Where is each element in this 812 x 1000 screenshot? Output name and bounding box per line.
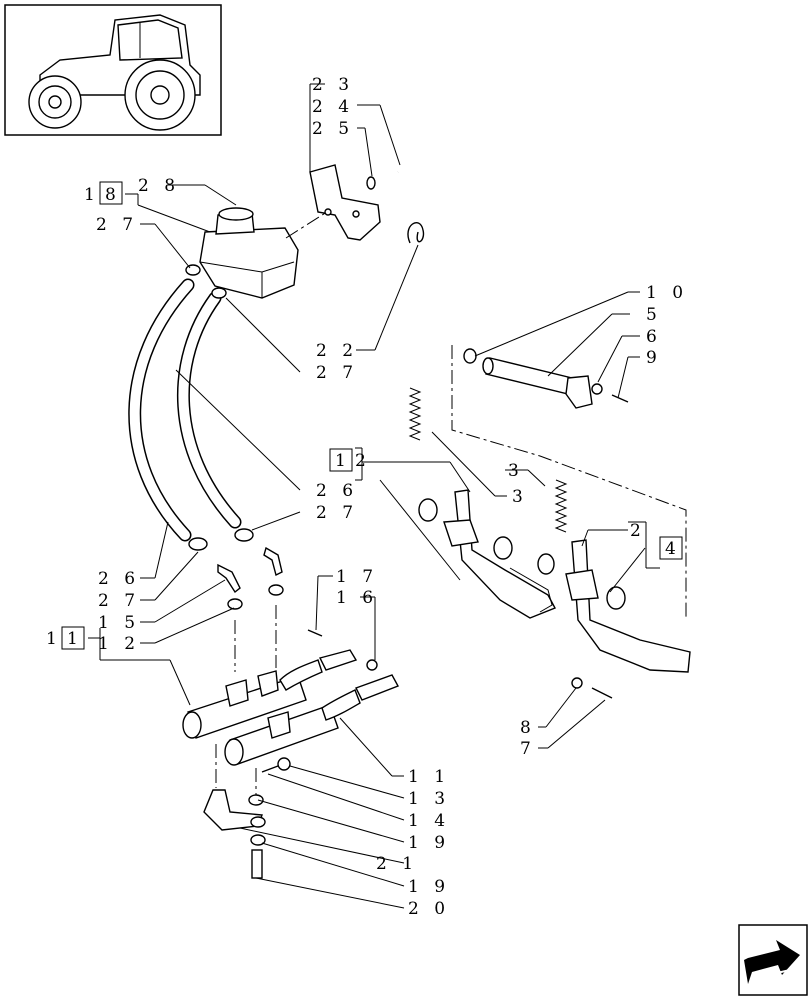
label-4-box: 4 <box>665 539 681 559</box>
label-2: 2 <box>355 451 371 471</box>
tractor-thumbnail-icon <box>4 4 222 136</box>
label-27c: 2 7 <box>316 503 358 523</box>
mounting-bracket <box>309 164 399 241</box>
fluid-reservoir <box>199 207 331 299</box>
label-5: 5 <box>646 305 662 325</box>
label-17: 1 7 <box>336 567 378 587</box>
label-2b: 2 <box>630 521 646 541</box>
label-11-box: 1 <box>67 629 83 649</box>
label-10: 1 0 <box>646 283 688 303</box>
label-25: 2 5 <box>312 119 354 139</box>
label-19b: 1 9 <box>408 877 450 897</box>
label-21: 2 1 <box>376 854 418 874</box>
label-26a: 2 6 <box>316 481 358 501</box>
label-9: 9 <box>646 348 662 368</box>
label-13: 1 3 <box>408 789 450 809</box>
spring-clip <box>407 222 425 244</box>
label-27a: 2 7 <box>96 215 138 235</box>
label-11: 1 1 <box>408 767 450 787</box>
label-14: 1 4 <box>408 811 450 831</box>
label-20: 2 0 <box>408 899 450 919</box>
pedal-shaft <box>451 345 687 618</box>
label-18-prefix: 1 <box>84 185 100 205</box>
label-1-box: 1 <box>335 451 351 471</box>
label-19a: 1 9 <box>408 833 450 853</box>
return-springs <box>408 387 568 533</box>
label-3b: 3 <box>512 487 528 507</box>
label-26b: 2 6 <box>98 569 140 589</box>
label-22: 2 2 <box>316 341 358 361</box>
clutch-pedals <box>418 489 691 699</box>
label-11-prefix: 1 <box>46 629 62 649</box>
label-27d: 2 7 <box>98 591 140 611</box>
leader-lines <box>88 83 660 909</box>
next-page-arrow-icon[interactable] <box>738 924 808 996</box>
label-7: 7 <box>520 739 536 759</box>
label-6: 6 <box>646 327 662 347</box>
label-24: 2 4 <box>312 97 354 117</box>
label-28: 2 8 <box>138 176 180 196</box>
callout-boxes <box>61 181 683 650</box>
label-12: 1 2 <box>98 634 140 654</box>
label-15: 1 5 <box>98 613 140 633</box>
label-8: 8 <box>520 718 536 738</box>
label-16: 1 6 <box>336 588 378 608</box>
label-3a: 3 <box>508 461 524 481</box>
label-27b: 2 7 <box>316 363 358 383</box>
label-23: 2 3 <box>312 75 354 95</box>
part-labels: 2 3 2 4 2 5 1 8 2 8 2 7 1 0 5 6 9 2 2 2 … <box>46 75 688 919</box>
master-cylinders <box>182 605 399 879</box>
hoses <box>128 264 284 610</box>
label-18-box: 8 <box>105 185 121 205</box>
